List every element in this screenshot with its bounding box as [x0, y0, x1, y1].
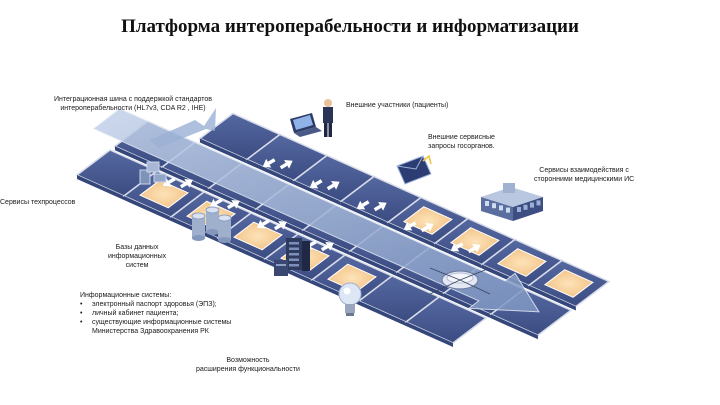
label-integration-bus: Интеграционная шина с поддержкой стандар… — [54, 95, 212, 113]
lightbulb-icon — [339, 283, 361, 316]
envelope-icon — [397, 156, 431, 184]
info-systems-item: личный кабинет пациента; — [80, 309, 231, 318]
person-laptop-icon — [290, 99, 333, 137]
info-systems-item: существующие информационные системы — [80, 318, 231, 327]
info-systems-item: электронный паспорт здоровья (ЭПЗ); — [80, 300, 231, 309]
building-icon — [481, 183, 543, 221]
label-info-systems: Информационные системы: электронный пасп… — [80, 291, 231, 336]
label-tech-services: Сервисы техпроцессов — [0, 198, 75, 207]
label-external-participants: Внешние участники (пациенты) — [346, 101, 448, 110]
